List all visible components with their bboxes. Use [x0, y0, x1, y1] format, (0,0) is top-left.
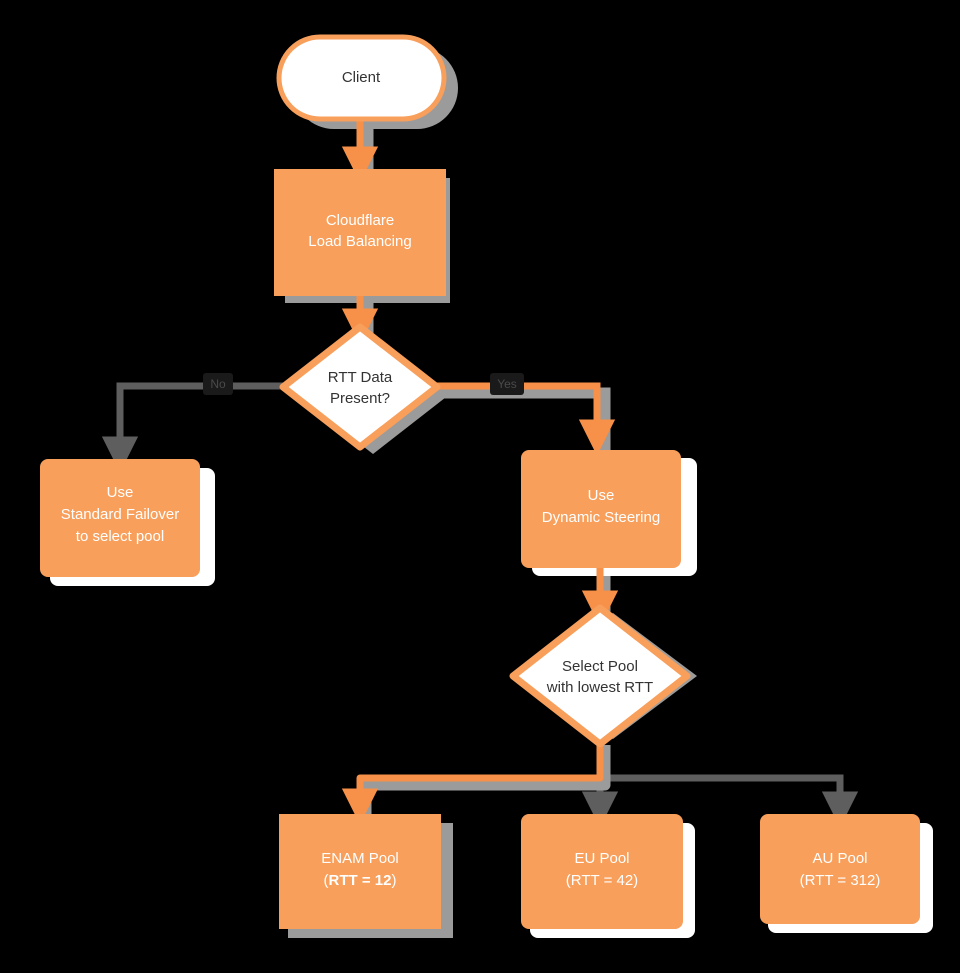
edge-rtt-yes	[437, 382, 616, 458]
node-enam-pool-label-line2: (RTT = 12)	[324, 872, 397, 889]
edge-label-yes-text: Yes	[497, 377, 517, 391]
node-standard-failover[interactable]: Use Standard Failover to select pool	[40, 459, 200, 577]
edge-select-to-au	[600, 774, 859, 828]
node-select-pool-label-line2: with lowest RTT	[546, 679, 653, 696]
node-lb-label-line2: Load Balancing	[308, 233, 411, 250]
node-client-label: Client	[342, 69, 381, 86]
node-client[interactable]: Client	[276, 34, 447, 122]
edge-select-to-enam	[341, 739, 611, 827]
node-cloudflare-load-balancing[interactable]: Cloudflare Load Balancing	[274, 169, 446, 296]
node-rtt-label-line2: Present?	[330, 390, 390, 407]
edge-label-no: No	[203, 373, 233, 395]
enam-open-paren: (	[324, 872, 329, 889]
node-rtt-label-line1: RTT Data	[328, 369, 393, 386]
node-failover-label-line3: to select pool	[76, 528, 164, 545]
enam-close-paren: )	[391, 872, 396, 889]
node-failover-label-line1: Use	[107, 484, 134, 501]
node-au-pool[interactable]: AU Pool (RTT = 312)	[760, 814, 920, 924]
node-steering-label-line1: Use	[588, 487, 615, 504]
node-rtt-data-present[interactable]: RTT Data Present?	[279, 323, 441, 451]
node-au-pool-label-line1: AU Pool	[812, 850, 867, 867]
node-select-pool-label-line1: Select Pool	[562, 658, 638, 675]
node-enam-pool[interactable]: ENAM Pool (RTT = 12)	[279, 814, 441, 929]
edge-label-no-text: No	[210, 377, 226, 391]
node-lb-label-line1: Cloudflare	[326, 212, 394, 229]
node-au-pool-label-line2: (RTT = 312)	[800, 872, 881, 889]
node-eu-pool[interactable]: EU Pool (RTT = 42)	[521, 814, 683, 929]
node-dynamic-steering[interactable]: Use Dynamic Steering	[521, 450, 681, 568]
enam-rtt-value: RTT = 12	[329, 872, 392, 889]
node-enam-pool-label-line1: ENAM Pool	[321, 850, 399, 867]
edge-label-yes: Yes	[490, 373, 524, 395]
node-failover-label-line2: Standard Failover	[61, 506, 179, 523]
node-select-pool[interactable]: Select Pool with lowest RTT	[509, 604, 691, 748]
node-eu-pool-label-line1: EU Pool	[574, 850, 629, 867]
node-eu-pool-label-line2: (RTT = 42)	[566, 872, 638, 889]
edge-rtt-no	[101, 382, 285, 473]
node-steering-label-line2: Dynamic Steering	[542, 509, 660, 526]
